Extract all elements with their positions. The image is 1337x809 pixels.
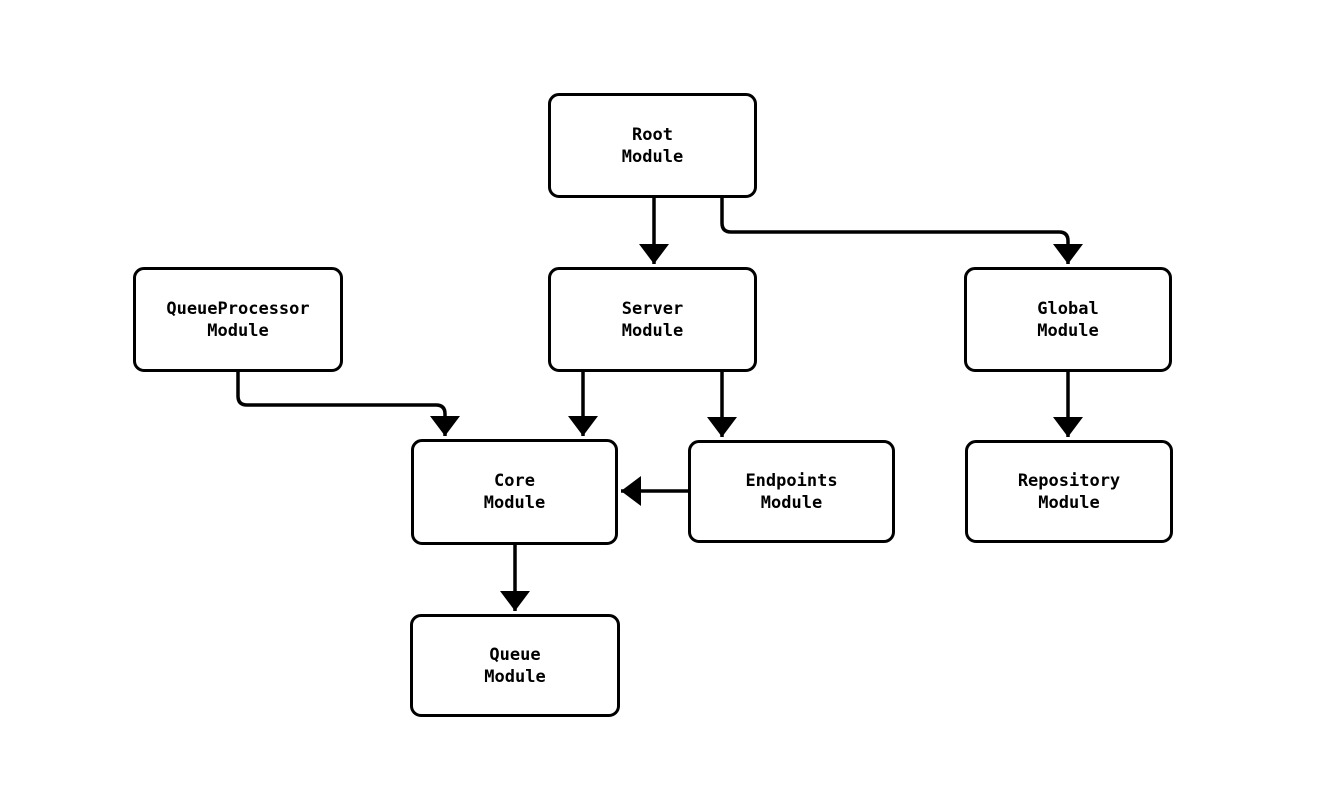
node-label-endpoints-module: Endpoints Module xyxy=(745,470,838,513)
node-repository-module: Repository Module xyxy=(965,440,1173,543)
node-server-module: Server Module xyxy=(548,267,757,372)
node-endpoints-module: Endpoints Module xyxy=(688,440,895,543)
node-label-core-module: Core Module xyxy=(483,471,546,513)
node-global-module: Global Module xyxy=(964,267,1172,372)
node-label-queueprocessor-module: QueueProcessor Module xyxy=(166,298,310,341)
node-root-module: Root Module xyxy=(548,93,757,198)
node-queueprocessor-module: QueueProcessor Module xyxy=(133,267,343,372)
node-label-global-module: Global Module xyxy=(1037,298,1099,341)
node-label-root-module: Root Module xyxy=(621,124,684,167)
node-label-repository-module: Repository Module xyxy=(1017,470,1121,513)
node-core-module: Core Module xyxy=(411,439,618,545)
node-label-queue-module: Queue Module xyxy=(484,644,546,687)
node-queue-module: Queue Module xyxy=(410,614,620,717)
edge-queueprocessor-module-to-core-module xyxy=(236,372,460,436)
edge-root-module-to-global-module xyxy=(720,198,1083,264)
node-label-server-module: Server Module xyxy=(621,298,684,341)
